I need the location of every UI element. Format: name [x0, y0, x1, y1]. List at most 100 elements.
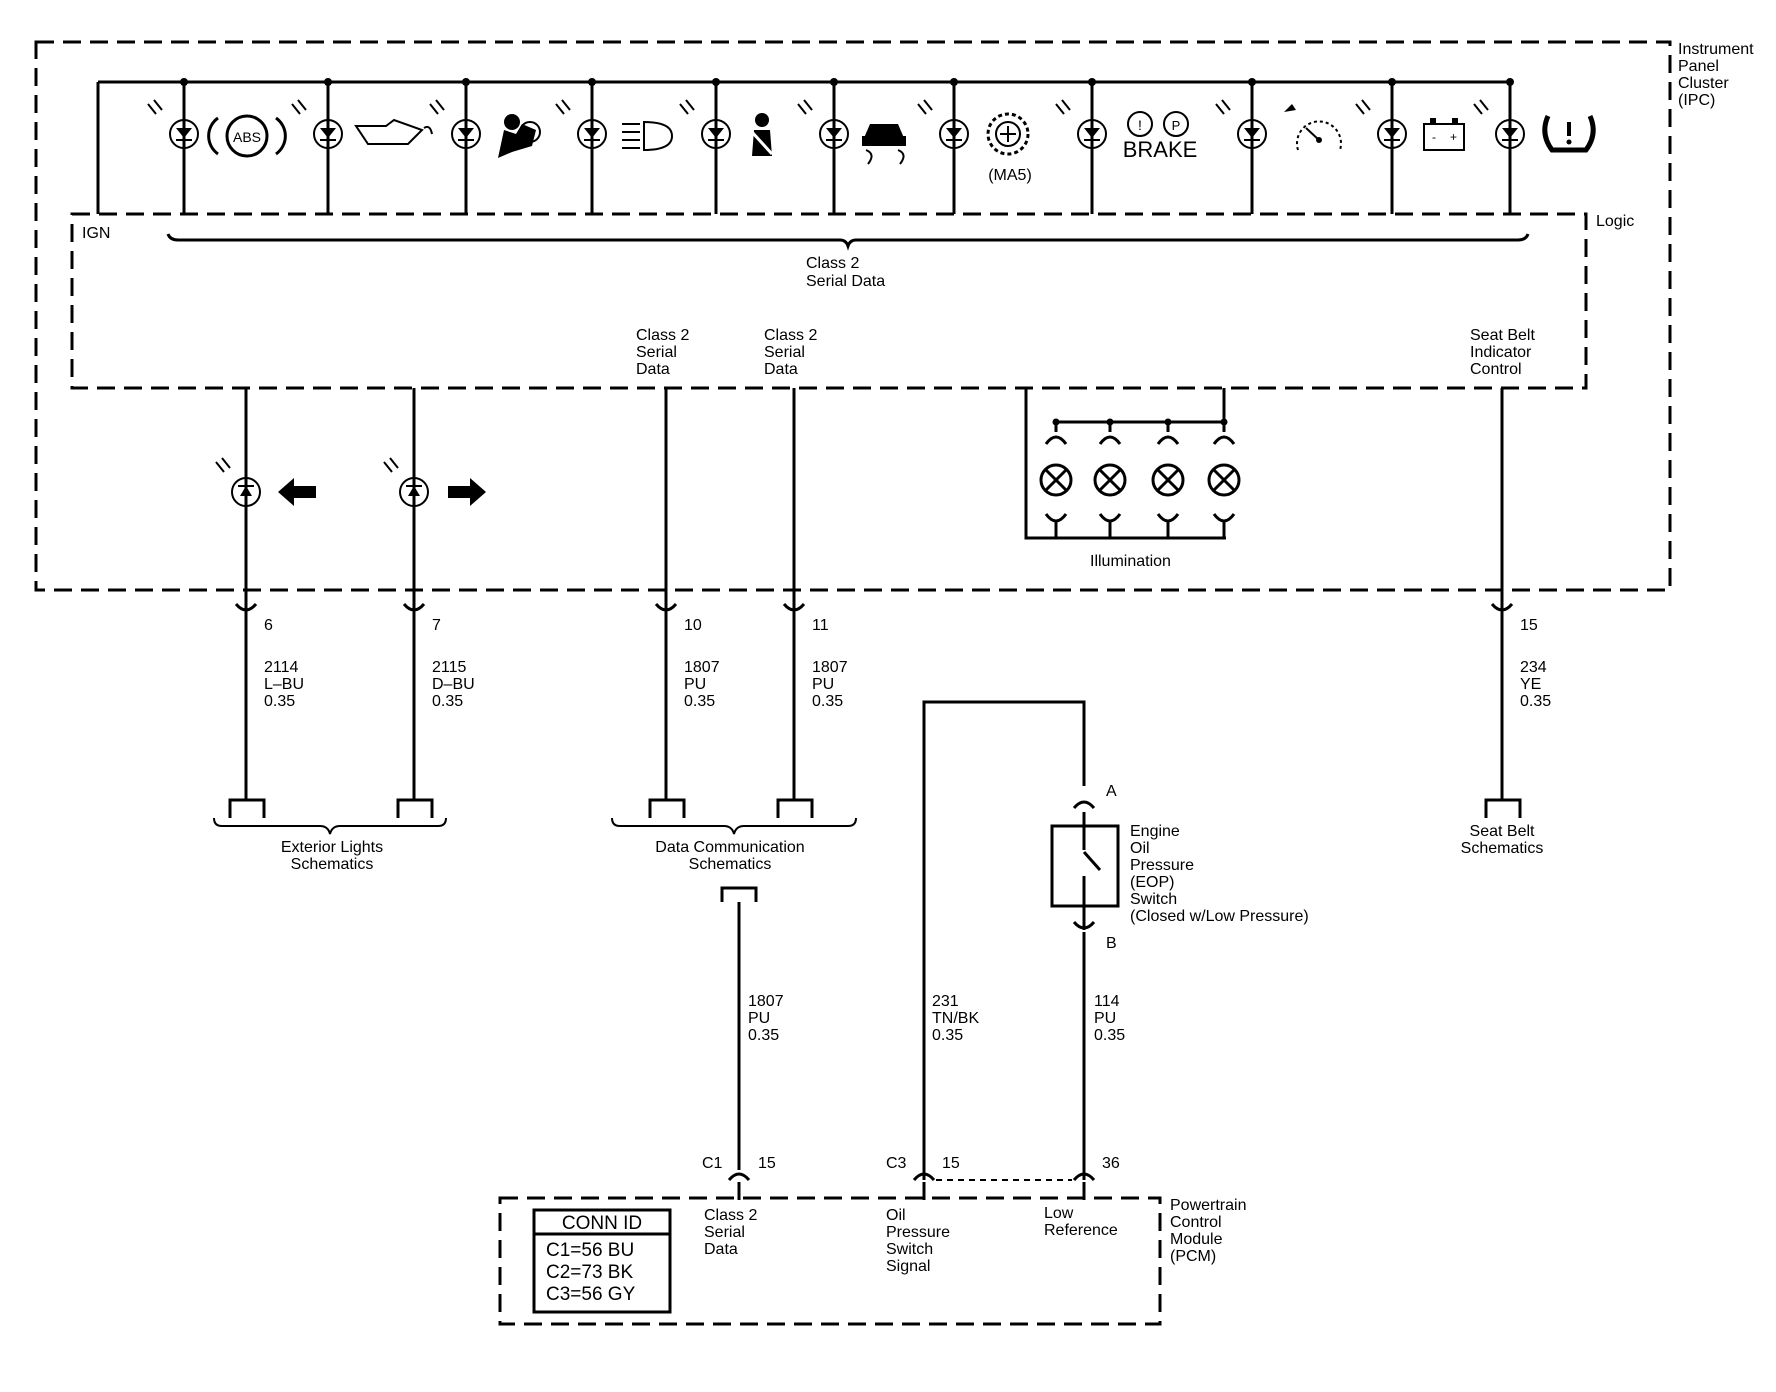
low-ref-circuit: 114 PU 0.35 — [1094, 993, 1125, 1044]
led-indicator — [917, 78, 969, 214]
class2-lower-circuit: 1807 PU 0.35 — [748, 993, 784, 1044]
pcm-label: Powertrain Control Module (PCM) — [1170, 1197, 1246, 1265]
svg-text:Class 2: Class 2 — [806, 255, 859, 272]
svg-text:Pressure: Pressure — [886, 1224, 950, 1241]
svg-text:Oil: Oil — [886, 1207, 906, 1224]
svg-text:Oil: Oil — [1130, 840, 1150, 857]
svg-text:Serial: Serial — [636, 344, 677, 361]
svg-text:Schematics: Schematics — [1461, 840, 1544, 857]
svg-text:+: + — [1450, 130, 1457, 144]
oil-signal-wire — [922, 700, 1086, 1180]
headlamp-icon — [622, 120, 674, 152]
svg-text:Data: Data — [764, 361, 798, 378]
illumination-lamps — [1024, 388, 1241, 540]
ign-label: IGN — [82, 225, 110, 242]
led-indicator — [1215, 78, 1267, 214]
circuit-number: 2114 — [264, 659, 299, 676]
svg-text:ABS: ABS — [233, 129, 261, 145]
led-indicator — [147, 78, 199, 214]
conn-id-title: CONN ID — [562, 1213, 642, 1234]
eop-switch-label: Engine Oil Pressure (EOP) Switch (Closed… — [1130, 823, 1309, 925]
service-engine-icon: (MA5) — [986, 112, 1032, 184]
illumination-label: Illumination — [1090, 553, 1171, 570]
logic-label: Logic — [1596, 213, 1634, 230]
circuit-color: D–BU — [432, 676, 475, 693]
circuit-pin: 6 — [264, 617, 273, 634]
svg-text:Serial: Serial — [764, 344, 805, 361]
svg-text:TN/BK: TN/BK — [932, 1010, 979, 1027]
circuit-gauge: 0.35 — [264, 693, 295, 710]
circuit-pin: 15 — [1520, 617, 1538, 634]
svg-text:Class 2: Class 2 — [704, 1207, 757, 1224]
circuit-number: 1807 — [684, 659, 720, 676]
abs-icon: ABS — [207, 114, 287, 158]
arrow-left-icon — [278, 478, 316, 506]
svg-text:BRAKE: BRAKE — [1123, 137, 1198, 162]
conn-row: C3=56 GY — [546, 1284, 636, 1305]
logic-boundary — [70, 212, 1588, 390]
svg-text:-: - — [1432, 130, 1436, 144]
circuit-color: PU — [684, 676, 706, 693]
svg-text:Exterior Lights: Exterior Lights — [281, 839, 383, 856]
svg-text:Control: Control — [1470, 361, 1522, 378]
svg-text:15: 15 — [758, 1155, 776, 1172]
circuit-color: YE — [1520, 676, 1541, 693]
svg-text:Seat Belt: Seat Belt — [1470, 327, 1535, 344]
svg-text:Class 2: Class 2 — [764, 327, 817, 344]
svg-text:Panel: Panel — [1678, 58, 1719, 75]
conn-row: C1=56 BU — [546, 1240, 634, 1261]
conn-row: C2=73 BK — [546, 1262, 633, 1283]
svg-text:A: A — [1106, 783, 1117, 800]
svg-text:Powertrain: Powertrain — [1170, 1197, 1246, 1214]
svg-text:Signal: Signal — [886, 1258, 930, 1275]
svg-text:0.35: 0.35 — [1094, 1027, 1125, 1044]
svg-text:Switch: Switch — [1130, 891, 1177, 908]
circuit-number: 234 — [1520, 659, 1547, 676]
circuit-color: PU — [812, 676, 834, 693]
svg-text:Reference: Reference — [1044, 1222, 1118, 1239]
svg-text:Cluster: Cluster — [1678, 75, 1729, 92]
circuit-pin: 7 — [432, 617, 441, 634]
svg-text:15: 15 — [942, 1155, 960, 1172]
circuit-gauge: 0.35 — [812, 693, 843, 710]
ipc-label: Instrument Panel Cluster (IPC) — [1678, 41, 1754, 109]
upper-circuits: 62114L–BU0.3572115D–BU0.35101807PU0.3511… — [234, 588, 1551, 800]
seatbelt-schematics-ref: Seat Belt Schematics — [1461, 798, 1544, 857]
svg-text:Module: Module — [1170, 1231, 1223, 1248]
oil-signal-circuit: 231 TN/BK 0.35 — [932, 993, 979, 1044]
led-drops — [147, 78, 1525, 214]
led-indicator — [291, 78, 343, 214]
turn-right-circuit — [383, 388, 429, 588]
svg-text:Schematics: Schematics — [689, 856, 772, 873]
traction-icon — [862, 124, 906, 165]
led-indicator — [1055, 78, 1107, 214]
svg-text:Data Communication: Data Communication — [655, 839, 804, 856]
circuit-number: 2115 — [432, 659, 467, 676]
svg-text:Data: Data — [704, 1241, 738, 1258]
led-indicator — [1355, 78, 1407, 214]
led-indicator — [555, 78, 607, 214]
oil-can-icon — [354, 118, 433, 145]
svg-text:Low: Low — [1044, 1205, 1074, 1222]
seatbelt-ctrl-label: Seat Belt Indicator Control — [1470, 327, 1535, 378]
tire-pressure-icon — [1542, 114, 1596, 153]
class2-a-label: Class 2 Serial Data — [636, 327, 689, 378]
led-indicator — [1473, 78, 1525, 214]
pcm-c3-connector: C3 15 36 — [886, 1155, 1120, 1200]
svg-text:(Closed w/Low Pressure): (Closed w/Low Pressure) — [1130, 908, 1309, 925]
datacomm-schematics-ref: Data Communication Schematics — [611, 798, 857, 1170]
eop-switch: A B — [1050, 783, 1120, 1180]
svg-text:C1: C1 — [702, 1155, 723, 1172]
class2-b-label: Class 2 Serial Data — [764, 327, 817, 378]
led-indicator — [679, 78, 731, 214]
led-indicator — [429, 78, 481, 214]
svg-text:Class 2: Class 2 — [636, 327, 689, 344]
exterior-schematics-ref: Exterior Lights Schematics — [213, 798, 447, 873]
speedometer-icon — [1284, 104, 1342, 151]
svg-text:B: B — [1106, 935, 1117, 952]
